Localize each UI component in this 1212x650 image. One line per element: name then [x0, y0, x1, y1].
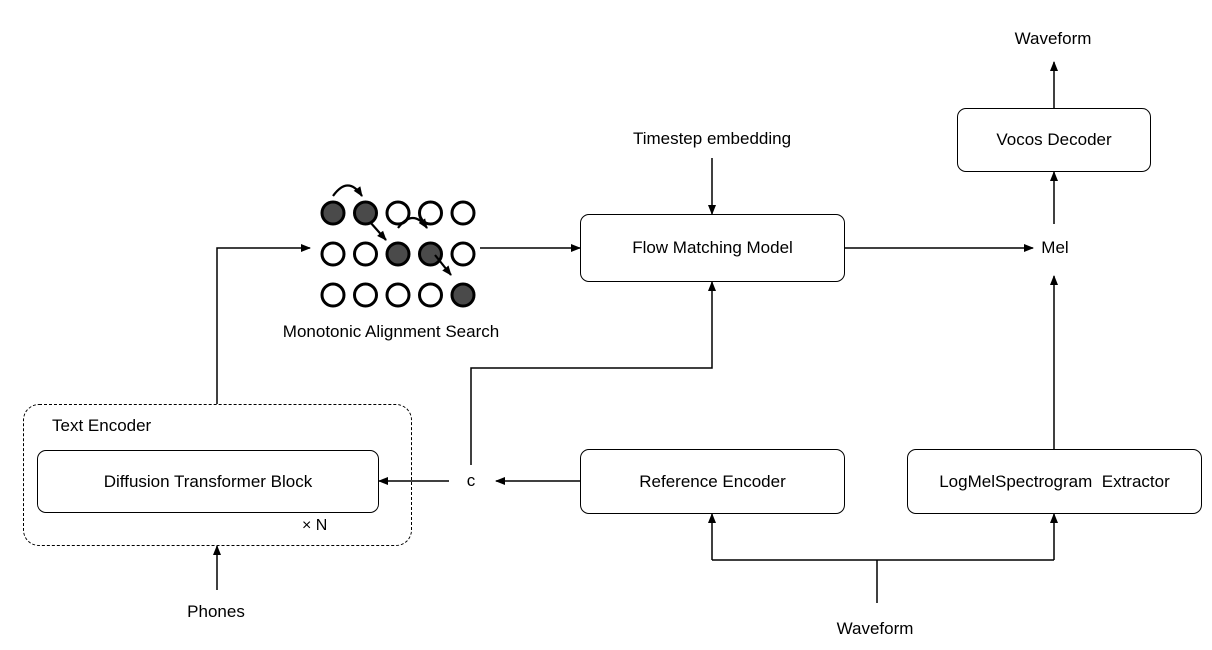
- alignment-cell-filled: [353, 200, 378, 226]
- alignment-hop-arrow: [397, 216, 428, 229]
- alignment-cell-empty: [320, 282, 346, 308]
- diffusion-transformer-block-box: Diffusion Transformer Block: [37, 450, 379, 513]
- mel-label: Mel: [1041, 238, 1069, 257]
- text-encoder-label: Text Encoder: [52, 416, 152, 435]
- arrow-c-to-flow-matching: [470, 281, 716, 465]
- waveform-input-label: Waveform: [836, 619, 914, 638]
- text-encoder-container: [23, 404, 412, 546]
- alignment-cell-empty: [450, 241, 476, 267]
- timestep-embedding-label: Timestep embedding: [632, 129, 792, 148]
- arrow-text-encoder-to-alignment: [216, 244, 311, 404]
- condition-c-label: c: [466, 471, 476, 490]
- alignment-path: [332, 184, 452, 276]
- alignment-grid: [320, 200, 476, 308]
- diffusion-transformer-block-label: Diffusion Transformer Block: [103, 471, 313, 491]
- alignment-cell-filled: [450, 282, 476, 308]
- logmel-extractor-box: LogMelSpectrogram Extractor: [907, 449, 1202, 514]
- alignment-cell-filled: [385, 241, 411, 267]
- alignment-step-arrow: [369, 221, 387, 241]
- repeat-count-label: × N: [302, 517, 328, 534]
- vocos-decoder-label: Vocos Decoder: [996, 130, 1112, 149]
- alignment-cell-empty: [385, 282, 411, 308]
- reference-encoder-box: Reference Encoder: [580, 449, 845, 514]
- alignment-cell-empty: [353, 241, 378, 267]
- monotonic-alignment-search-label: Monotonic Alignment Search: [282, 322, 500, 341]
- phones-label: Phones: [187, 602, 245, 621]
- vocos-decoder-box: Vocos Decoder: [957, 108, 1151, 172]
- logmel-extractor-label: LogMelSpectrogram Extractor: [939, 471, 1170, 491]
- waveform-output-label: Waveform: [1014, 29, 1092, 48]
- alignment-hop-arrow: [332, 184, 363, 197]
- alignment-cell-empty: [418, 200, 443, 226]
- alignment-cell-empty: [450, 200, 476, 226]
- flow-matching-model-box: Flow Matching Model: [580, 214, 845, 282]
- alignment-cell-filled: [320, 200, 346, 226]
- alignment-cell-empty: [353, 282, 378, 308]
- alignment-step-arrow: [434, 254, 452, 276]
- alignment-cell-empty: [418, 282, 443, 308]
- reference-encoder-label: Reference Encoder: [639, 471, 786, 491]
- alignment-cell-filled: [418, 241, 443, 267]
- flow-matching-model-label: Flow Matching Model: [632, 238, 793, 257]
- alignment-cell-empty: [320, 241, 346, 267]
- alignment-cell-empty: [385, 200, 411, 226]
